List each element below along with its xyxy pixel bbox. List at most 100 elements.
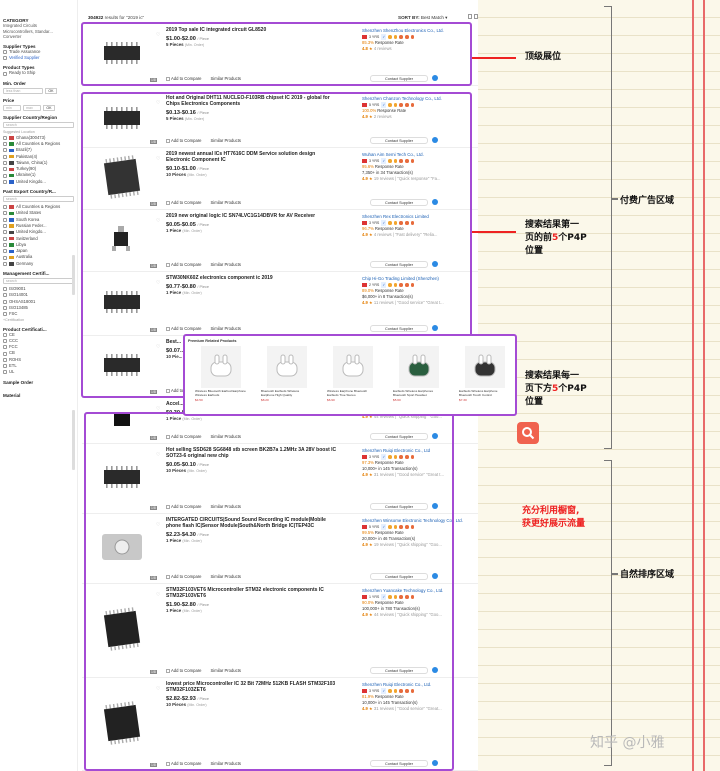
product-image[interactable] <box>92 216 152 262</box>
reviews[interactable]: 2 reviews <box>373 114 392 119</box>
reviews[interactable]: 19 reviews | "Quick shipping" "Goo... <box>373 542 442 547</box>
checkbox[interactable] <box>3 351 7 356</box>
add-to-compare[interactable]: Add to Compare <box>166 326 202 331</box>
view-toggle[interactable] <box>468 14 478 19</box>
chat-now-icon[interactable] <box>432 433 438 439</box>
add-to-compare[interactable]: Add to Compare <box>166 76 202 81</box>
filter-option[interactable]: FCC <box>3 344 74 350</box>
similar-products[interactable]: Similar Products <box>210 668 241 673</box>
sample-order-heading[interactable]: Sample Order <box>3 379 34 385</box>
product-image[interactable] <box>92 279 152 325</box>
earbuds-image[interactable] <box>399 346 439 388</box>
price-min-input[interactable]: min <box>3 104 21 111</box>
checkbox[interactable] <box>3 261 7 266</box>
filter-option[interactable]: Australia <box>3 254 74 260</box>
similar-products[interactable]: Similar Products <box>210 504 241 509</box>
checkbox[interactable] <box>3 173 7 178</box>
add-to-compare[interactable]: Add to Compare <box>166 434 202 439</box>
filter-option[interactable]: ISO14001 <box>3 292 74 298</box>
product-thumbnail[interactable] <box>86 402 158 436</box>
similar-products[interactable]: Similar Products <box>210 262 241 267</box>
earbuds-image[interactable] <box>465 346 505 388</box>
supplier-name[interactable]: Shenzhen Rex Electronics Limited <box>362 214 429 219</box>
checkbox[interactable] <box>166 761 170 766</box>
filter-option[interactable]: UL <box>3 369 74 375</box>
checkbox[interactable] <box>3 287 7 292</box>
filter-option[interactable]: Turkey(90) <box>3 166 74 172</box>
product-title[interactable]: 2019 new original logic IC SN74LVC1G14DB… <box>166 213 316 219</box>
checkbox[interactable] <box>3 255 7 260</box>
similar-products[interactable]: Similar Products <box>210 761 241 766</box>
filter-option[interactable]: Taiwan, China(1) <box>3 160 74 166</box>
checkbox[interactable] <box>3 49 7 54</box>
product-title[interactable]: 2019 Top sale IC integrated circuit GL85… <box>166 27 267 33</box>
filter-option[interactable]: Russian Feder... <box>3 223 74 229</box>
add-to-compare[interactable]: Add to Compare <box>166 138 202 143</box>
chat-now-icon[interactable] <box>432 261 438 267</box>
product-image[interactable] <box>92 700 152 746</box>
chat-now-icon[interactable] <box>432 760 438 766</box>
favorite-icon[interactable]: ♡ <box>156 280 161 286</box>
product-title[interactable]: STW30NK60Z electronics component ic 2019 <box>166 275 273 281</box>
verified-supplier-filter[interactable]: Verified Supplier <box>3 55 74 61</box>
earbuds-image[interactable] <box>267 346 307 388</box>
contact-supplier-button[interactable]: Contact Supplier <box>370 433 428 440</box>
filter-option[interactable]: CE <box>3 332 74 338</box>
filter-option[interactable]: All Countries & Regions <box>3 141 74 147</box>
product-image[interactable] <box>92 524 152 570</box>
checkbox[interactable] <box>3 312 7 317</box>
product-thumbnail[interactable] <box>86 28 158 78</box>
checkbox[interactable] <box>3 56 7 61</box>
sidebar-scrollbar-2[interactable] <box>72 410 75 470</box>
filter-option[interactable]: ISO9001 <box>3 286 74 292</box>
favorite-icon[interactable]: ♡ <box>156 522 161 528</box>
reviews[interactable]: 31 reviews | "Good service" "Great t... <box>373 472 444 477</box>
add-to-compare[interactable]: Add to Compare <box>166 574 202 579</box>
supplier-name[interactable]: Wuhan Aim Semi Tech Co., Ltd. <box>362 152 424 157</box>
reviews[interactable]: 44 reviews | "Quick shipping" "Goo... <box>373 612 442 617</box>
similar-products[interactable]: Similar Products <box>210 76 241 81</box>
chat-now-icon[interactable] <box>432 75 438 81</box>
product-thumbnail[interactable] <box>86 588 158 670</box>
filter-option[interactable]: United States <box>3 210 74 216</box>
country-search-input[interactable]: search <box>3 121 74 128</box>
product-image[interactable] <box>92 342 152 388</box>
product-thumbnail[interactable] <box>86 152 158 202</box>
chat-now-icon[interactable] <box>432 325 438 331</box>
favorite-icon[interactable]: ♡ <box>156 592 161 598</box>
product-title[interactable]: STM32F103VET6 Microcontroller STM32 elec… <box>166 587 324 599</box>
supplier-name[interactable]: Shenzhen Ruiqi Electronic Co., Ltd. <box>362 682 432 687</box>
supplier-name[interactable]: Shenzhen Ruiqi Electronic Co., Ltd <box>362 448 431 453</box>
product-title[interactable]: Hot selling SSD628 SG6848 stb screen BK2… <box>166 447 337 459</box>
product-title[interactable]: Best... <box>166 339 182 345</box>
min-order-input[interactable]: less than <box>3 87 43 94</box>
category-sub2[interactable]: Converter <box>3 34 22 40</box>
favorite-icon[interactable]: ♡ <box>156 156 161 162</box>
checkbox[interactable] <box>3 370 7 375</box>
supplier-name[interactable]: Shenzhen Chanzon Technology Co., Ltd. <box>362 96 442 101</box>
checkbox[interactable] <box>3 71 7 76</box>
similar-products[interactable]: Similar Products <box>210 200 241 205</box>
checkbox[interactable] <box>3 179 7 184</box>
premium-product[interactable]: Bluetooth Earbuds Wireless Earphone High… <box>261 346 313 402</box>
checkbox[interactable] <box>3 345 7 350</box>
checkbox[interactable] <box>3 249 7 254</box>
product-thumbnail[interactable] <box>86 96 158 140</box>
export-search-input[interactable]: search <box>3 196 74 203</box>
checkbox[interactable] <box>166 138 170 143</box>
product-image[interactable] <box>92 30 152 76</box>
product-thumbnail[interactable] <box>86 518 158 576</box>
trade-assurance-filter[interactable]: Trade Assurance <box>3 49 74 55</box>
contact-supplier-button[interactable]: Contact Supplier <box>370 261 428 268</box>
contact-supplier-button[interactable]: Contact Supplier <box>370 503 428 510</box>
filter-option[interactable]: CB <box>3 350 74 356</box>
filter-option[interactable]: Switzerland <box>3 236 74 242</box>
filter-option[interactable]: ROHS <box>3 357 74 363</box>
product-thumbnail[interactable] <box>86 448 158 506</box>
filter-option[interactable]: Brazil(7) <box>3 147 74 153</box>
product-image[interactable] <box>92 396 152 442</box>
filter-option[interactable]: ISO13485 <box>3 305 74 311</box>
similar-products[interactable]: Similar Products <box>210 326 241 331</box>
min-order-ok-button[interactable]: OK <box>45 87 57 94</box>
checkbox[interactable] <box>3 357 7 362</box>
